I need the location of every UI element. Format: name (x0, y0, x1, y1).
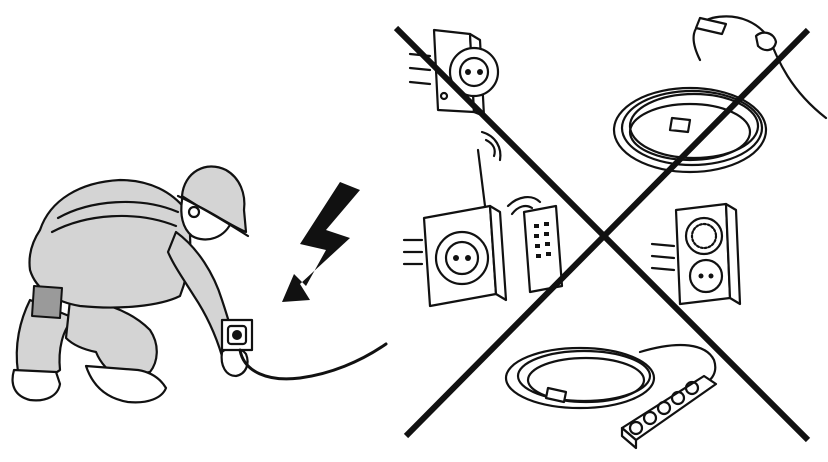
plug-adapter-icon (408, 28, 500, 118)
kneeling-worker-with-hard-hat (11, 165, 250, 404)
worker-ear (187, 205, 201, 219)
lightning-bolt-icon (282, 182, 360, 302)
power-cable (238, 342, 388, 381)
wireless-remote-socket-icon (402, 130, 508, 308)
timer-socket-icon (650, 202, 742, 306)
worker-front-boot (84, 364, 168, 404)
remote-control-icon (506, 196, 564, 294)
hard-hat-brim (176, 194, 250, 238)
worker-vest-stripe-2 (50, 214, 178, 234)
prohibition-x-mark (393, 25, 811, 443)
power-strip-with-cord-icon (504, 343, 718, 450)
worker-vest-stripe (56, 200, 180, 220)
worker-back-boot (11, 368, 62, 402)
worker-front-leg (64, 298, 158, 380)
wall-socket-with-plugged-cable (220, 318, 388, 381)
worker-pocket (31, 285, 63, 319)
extension-cord-reel-icon (612, 15, 828, 174)
